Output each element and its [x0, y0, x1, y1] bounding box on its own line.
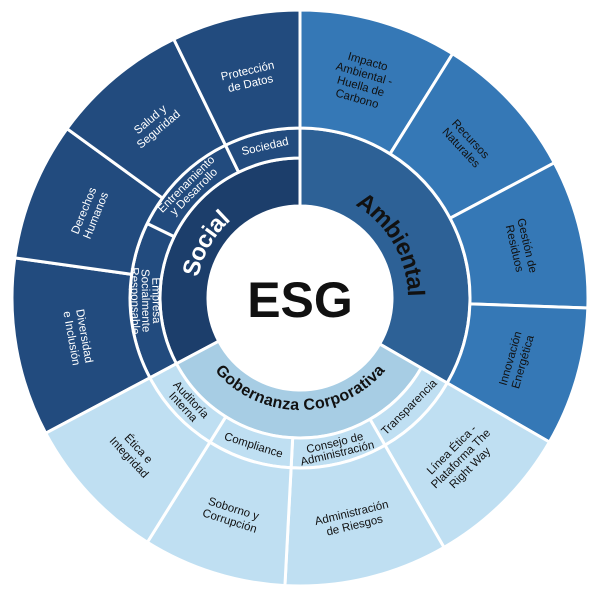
- gobernanza-outer-seg-etica-e-integridad: [44, 376, 212, 544]
- center-circle: [208, 206, 392, 390]
- social-inner-label-empresa-socialmente-responsable: EmpresaSocialmenteResponsable: [128, 267, 162, 335]
- center-label: ESG: [247, 272, 353, 328]
- wheel-segments: [10, 8, 590, 588]
- center-hub: ESG: [208, 206, 392, 390]
- ambiental-outer-label-impacto-ambiental-huella-de-carbono: ImpactoAmbiental -Huella deCarbono: [327, 48, 397, 113]
